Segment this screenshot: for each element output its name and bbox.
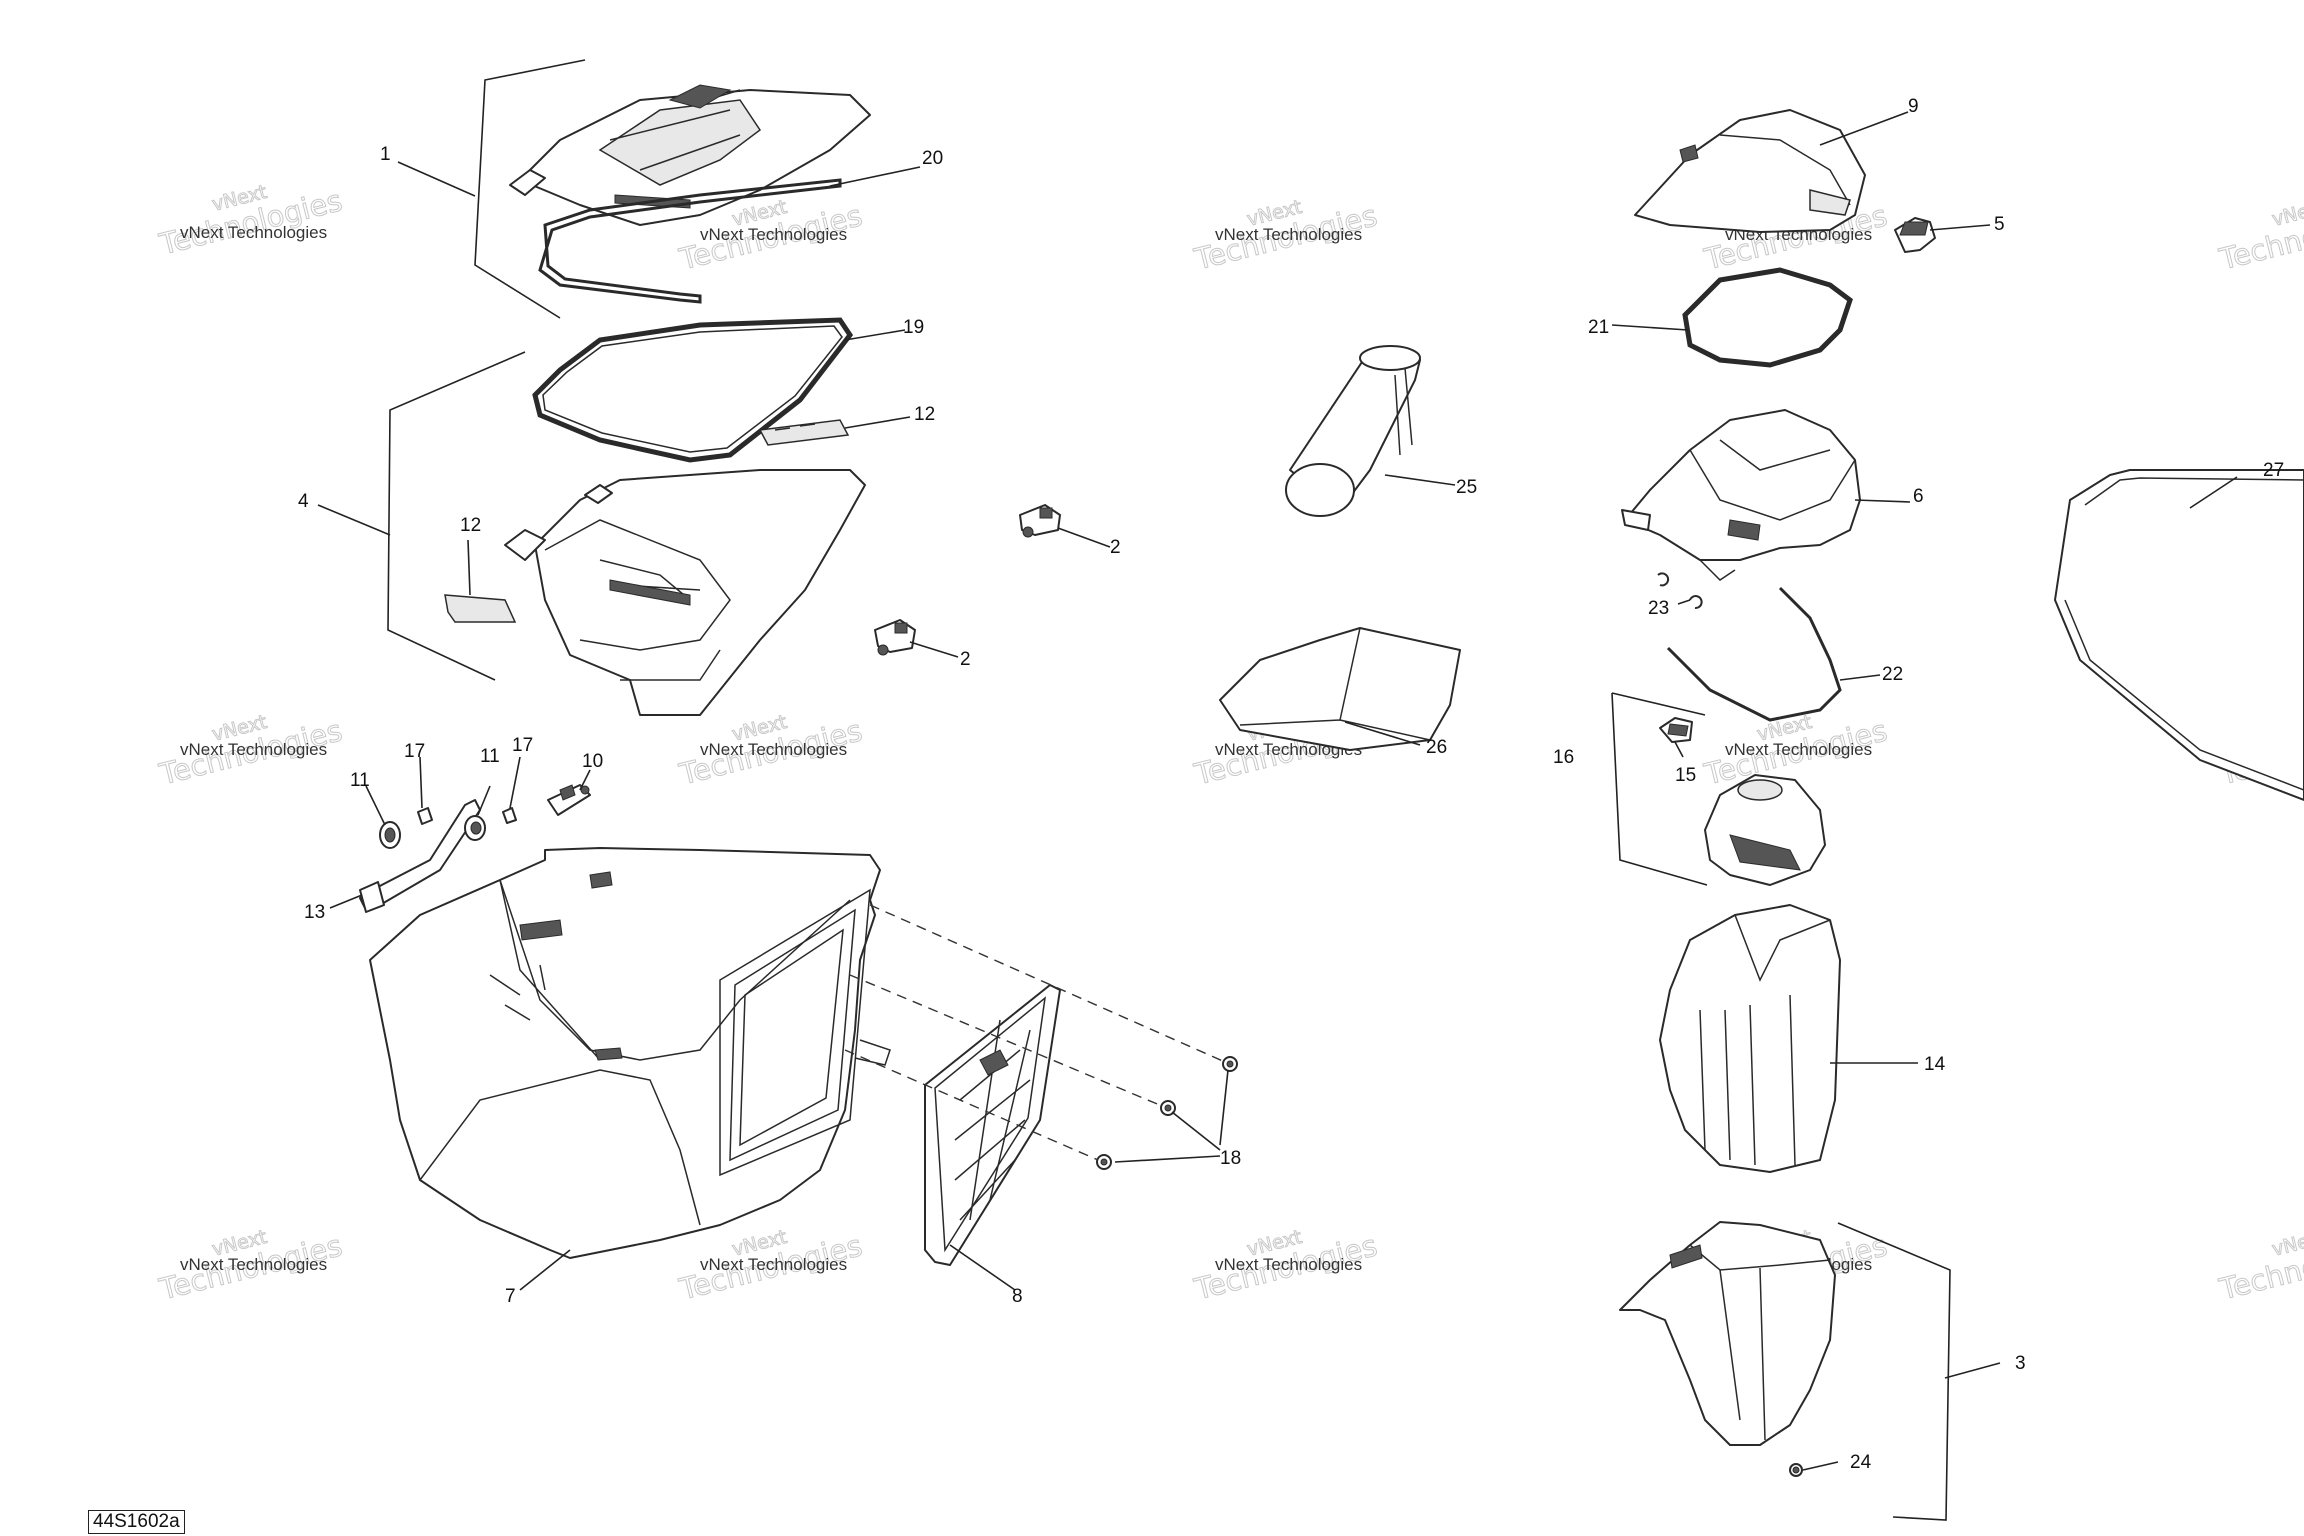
part-strap-13[interactable] xyxy=(359,799,481,913)
bracket-3 xyxy=(1837,1222,1951,1521)
part-knob-15[interactable] xyxy=(1659,717,1693,743)
callout-12: 12 xyxy=(460,515,481,536)
part-clip-23-a[interactable] xyxy=(1657,572,1670,587)
part-lid-cover-26[interactable] xyxy=(1219,627,1461,751)
part-hinge-2-upper[interactable] xyxy=(1019,504,1061,538)
callout-labels: 1 20 19 12 4 12 2 2 17 17 11 11 10 13 7 … xyxy=(298,96,2284,1473)
callout-25: 25 xyxy=(1456,477,1477,498)
part-fastener-24[interactable] xyxy=(1789,1463,1803,1477)
callout-23: 23 xyxy=(1648,598,1669,619)
bracket-16 xyxy=(1611,692,1708,886)
watermark-text: vNext Technologies xyxy=(180,740,327,759)
bracket-16-top xyxy=(1611,692,1706,716)
callout-15: 15 xyxy=(1675,765,1696,786)
callout-2: 2 xyxy=(1110,537,1121,558)
callout-14: 14 xyxy=(1924,1054,1946,1075)
callout-24: 24 xyxy=(1850,1452,1872,1473)
watermark-text: vNext Technologies xyxy=(700,1255,847,1274)
part-fastener-18-c[interactable] xyxy=(1096,1154,1112,1170)
bracket-4 xyxy=(387,351,526,681)
part-gasket-21[interactable] xyxy=(1682,267,1853,368)
part-grommet-11-left[interactable] xyxy=(379,821,401,849)
callout-27: 27 xyxy=(2263,460,2284,481)
watermark-text: vNext Technologies xyxy=(1215,1255,1362,1274)
watermark-text: vNext Technologies xyxy=(700,225,847,244)
callout-8: 8 xyxy=(1012,1286,1023,1307)
watermark: Technologies vNext xyxy=(675,195,866,277)
part-screw-17-right[interactable] xyxy=(502,807,517,824)
watermark-text: vNext Technologies xyxy=(180,1255,327,1274)
callout-3: 3 xyxy=(2015,1353,2026,1374)
callout-7: 7 xyxy=(505,1286,516,1307)
alignment-line xyxy=(849,974,1163,1107)
callout-4: 4 xyxy=(298,491,309,512)
watermark-text: vNext Technologies xyxy=(1725,740,1872,759)
alignment-line xyxy=(844,1049,1099,1161)
part-gasket-19[interactable] xyxy=(532,317,854,463)
part-clip-23-b[interactable] xyxy=(1689,595,1703,610)
callout-11: 11 xyxy=(350,770,370,791)
part-storage-bin[interactable] xyxy=(504,469,866,716)
part-screw-17-left[interactable] xyxy=(417,807,433,825)
part-clip-12-lower[interactable] xyxy=(444,594,517,623)
callout-20: 20 xyxy=(922,148,943,169)
part-upper-duct-14[interactable] xyxy=(1659,904,1841,1173)
part-hinge-2-lower[interactable] xyxy=(874,619,916,656)
part-side-panel-27[interactable] xyxy=(2054,469,2304,801)
callout-13: 13 xyxy=(304,902,325,923)
part-clip-12-upper[interactable] xyxy=(758,419,850,446)
part-top-housing-9[interactable] xyxy=(1634,109,1866,233)
watermark-text: vNext Technologies xyxy=(700,740,847,759)
callout-21: 21 xyxy=(1588,317,1609,338)
watermark: Technologies vNext xyxy=(155,180,346,262)
callout-17: 17 xyxy=(404,741,425,762)
part-cup-holder-16[interactable] xyxy=(1704,774,1826,886)
part-wire-22[interactable] xyxy=(1666,586,1842,722)
callout-1: 1 xyxy=(380,144,391,165)
callout-6: 6 xyxy=(1913,486,1924,507)
watermark: Technologies vNext xyxy=(2215,1225,2304,1307)
watermark: Technologies vNext xyxy=(2215,195,2304,277)
watermarks: Technologies vNext vNext Technologies Te… xyxy=(155,180,2304,1307)
callout-2: 2 xyxy=(960,649,971,670)
callout-19: 19 xyxy=(903,317,924,338)
part-cap-5[interactable] xyxy=(1894,217,1936,253)
callout-22: 22 xyxy=(1882,664,1903,685)
watermark-text: vNext Technologies xyxy=(180,223,327,242)
watermark-text: vNext Technologies xyxy=(1215,225,1362,244)
callout-10: 10 xyxy=(582,751,603,772)
part-funnel-25[interactable] xyxy=(1285,345,1421,517)
callout-5: 5 xyxy=(1994,214,2005,235)
part-vent-grille-8[interactable] xyxy=(924,984,1061,1266)
bracket-1 xyxy=(474,59,586,319)
leader-lines xyxy=(317,111,2238,1471)
part-bracket-housing-6[interactable] xyxy=(1621,409,1861,581)
part-grommet-11-right[interactable] xyxy=(464,815,486,841)
callout-9: 9 xyxy=(1908,96,1919,117)
callout-18: 18 xyxy=(1220,1148,1241,1169)
callout-16: 16 xyxy=(1553,747,1574,768)
part-fastener-18-a[interactable] xyxy=(1222,1056,1238,1072)
callout-11: 11 xyxy=(480,746,500,767)
callout-12: 12 xyxy=(914,404,935,425)
part-latch-10[interactable] xyxy=(547,784,591,816)
alignment-line xyxy=(869,904,1226,1063)
part-lid-seal-20[interactable] xyxy=(538,178,842,304)
part-storage-tub[interactable] xyxy=(369,847,891,1259)
callout-26: 26 xyxy=(1426,737,1447,758)
figure-code: 44S1602a xyxy=(88,1510,185,1534)
callout-17: 17 xyxy=(512,735,533,756)
part-fastener-18-b[interactable] xyxy=(1160,1100,1176,1116)
part-lower-duct-3[interactable] xyxy=(1619,1221,1836,1446)
